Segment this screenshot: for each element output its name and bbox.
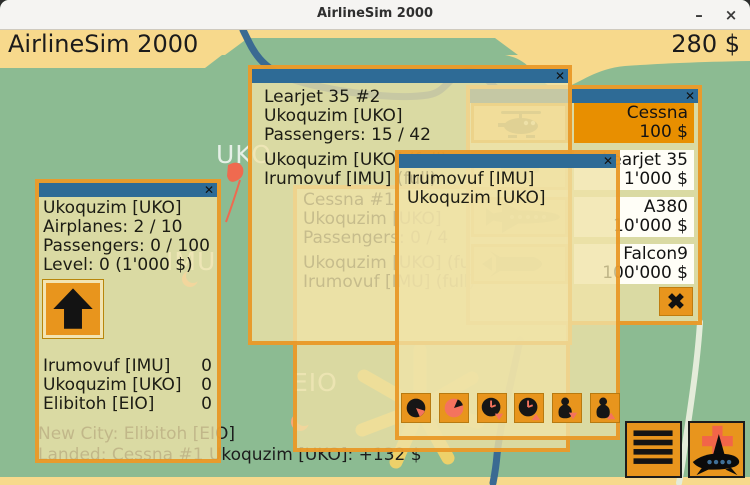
clock-up-icon xyxy=(518,397,541,421)
destination-name: Ukoquzim [UKO] xyxy=(43,375,182,395)
shop-item-price: 100 $ xyxy=(639,122,688,142)
shop-item-price: 1'000 $ xyxy=(623,169,688,189)
route-close-icon[interactable]: ✕ xyxy=(602,154,613,168)
city-airplanes: Airplanes: 2 / 10 xyxy=(43,217,183,237)
shop-item-price: 10'000 $ xyxy=(613,216,688,236)
pie-small-icon xyxy=(406,398,426,418)
pie-large-icon xyxy=(444,398,464,418)
route-city: Irumovuf [IMU] xyxy=(407,169,535,189)
shop-item-price: 100'000 $ xyxy=(602,263,688,283)
shop-close-icon[interactable]: ✕ xyxy=(684,89,695,103)
cash-amount: 280 $ xyxy=(671,30,740,58)
city-passengers: Passengers: 0 / 100 xyxy=(43,236,210,256)
shop-item-cessna[interactable]: Cessna 100 $ xyxy=(574,103,694,143)
route-titlebar[interactable]: ✕ xyxy=(399,154,616,168)
destination-name: Irumovuf [IMU] xyxy=(43,356,171,376)
minimize-button[interactable]: – xyxy=(695,6,703,24)
destination-count: 0 xyxy=(201,394,212,414)
destination-row: Elibitoh [EIO] 0 xyxy=(43,395,212,414)
destination-count: 0 xyxy=(201,375,212,395)
route-city: Ukoquzim [UKO] xyxy=(407,188,546,208)
destination-count: 0 xyxy=(201,356,212,376)
window-title: AirlineSim 2000 xyxy=(317,6,433,21)
shop-item-name: Learjet 35 xyxy=(602,150,688,170)
shop-close-button[interactable]: ✖ xyxy=(659,287,693,316)
sand-terrain xyxy=(0,30,750,485)
game-title: AirlineSim 2000 xyxy=(8,30,199,58)
time-decrease-button[interactable] xyxy=(477,393,507,423)
city-flag-uko xyxy=(225,162,244,223)
shop-item-name: A380 xyxy=(643,197,688,217)
close-button[interactable]: × xyxy=(724,6,738,24)
destination-row: Ukoquzim [UKO] 0 xyxy=(43,376,212,395)
route-stop: Irumovuf [IMU] (full) xyxy=(264,169,437,189)
city-titlebar[interactable]: ✕ xyxy=(39,183,217,197)
clock-down-icon xyxy=(481,397,504,421)
window-titlebar: AirlineSim 2000 – × xyxy=(0,0,750,30)
city-level: Level: 0 (1'000 $) xyxy=(43,255,193,275)
buy-airplane-button[interactable] xyxy=(688,421,745,478)
city-dialog: ✕ Ukoquzim [UKO] Airplanes: 2 / 10 Passe… xyxy=(35,179,221,463)
destination-row: Irumovuf [IMU] 0 xyxy=(43,357,212,376)
passenger-down-icon xyxy=(558,397,578,420)
shop-item-name: Falcon9 xyxy=(623,244,688,264)
passengers-increase-button[interactable] xyxy=(590,393,620,423)
learjet-close-icon[interactable]: ✕ xyxy=(554,69,565,83)
menu-button[interactable] xyxy=(625,421,682,478)
destination-list: Irumovuf [IMU] 0 Ukoquzim [UKO] 0 Elibit… xyxy=(43,357,212,414)
city-close-icon[interactable]: ✕ xyxy=(203,183,214,197)
route-dialog: ✕ Irumovuf [IMU] Ukoquzim [UKO] xyxy=(395,150,620,440)
destination-name: Elibitoh [EIO] xyxy=(43,394,155,414)
time-increase-button[interactable] xyxy=(514,393,544,423)
airplane-home: Ukoquzim [UKO] xyxy=(264,106,403,126)
city-name: Ukoquzim [UKO] xyxy=(43,198,182,218)
pie-increase-button[interactable] xyxy=(439,393,469,423)
list-menu-icon xyxy=(633,430,673,464)
game-screen: AirlineSim 2000 280 $ UKO IMU EIO New Ci… xyxy=(0,30,750,485)
shop-item-name: Cessna xyxy=(626,103,688,123)
pie-decrease-button[interactable] xyxy=(401,393,431,423)
airplane-name: Learjet 35 #2 xyxy=(264,87,381,107)
up-arrow-icon xyxy=(53,288,93,329)
buy-airplane-icon xyxy=(692,425,740,476)
passenger-up-icon xyxy=(596,397,616,420)
learjet-titlebar[interactable]: ✕ xyxy=(252,69,568,83)
passengers-decrease-button[interactable] xyxy=(552,393,582,423)
airplane-passengers: Passengers: 15 / 42 xyxy=(264,125,431,145)
upgrade-city-button[interactable] xyxy=(42,279,104,339)
